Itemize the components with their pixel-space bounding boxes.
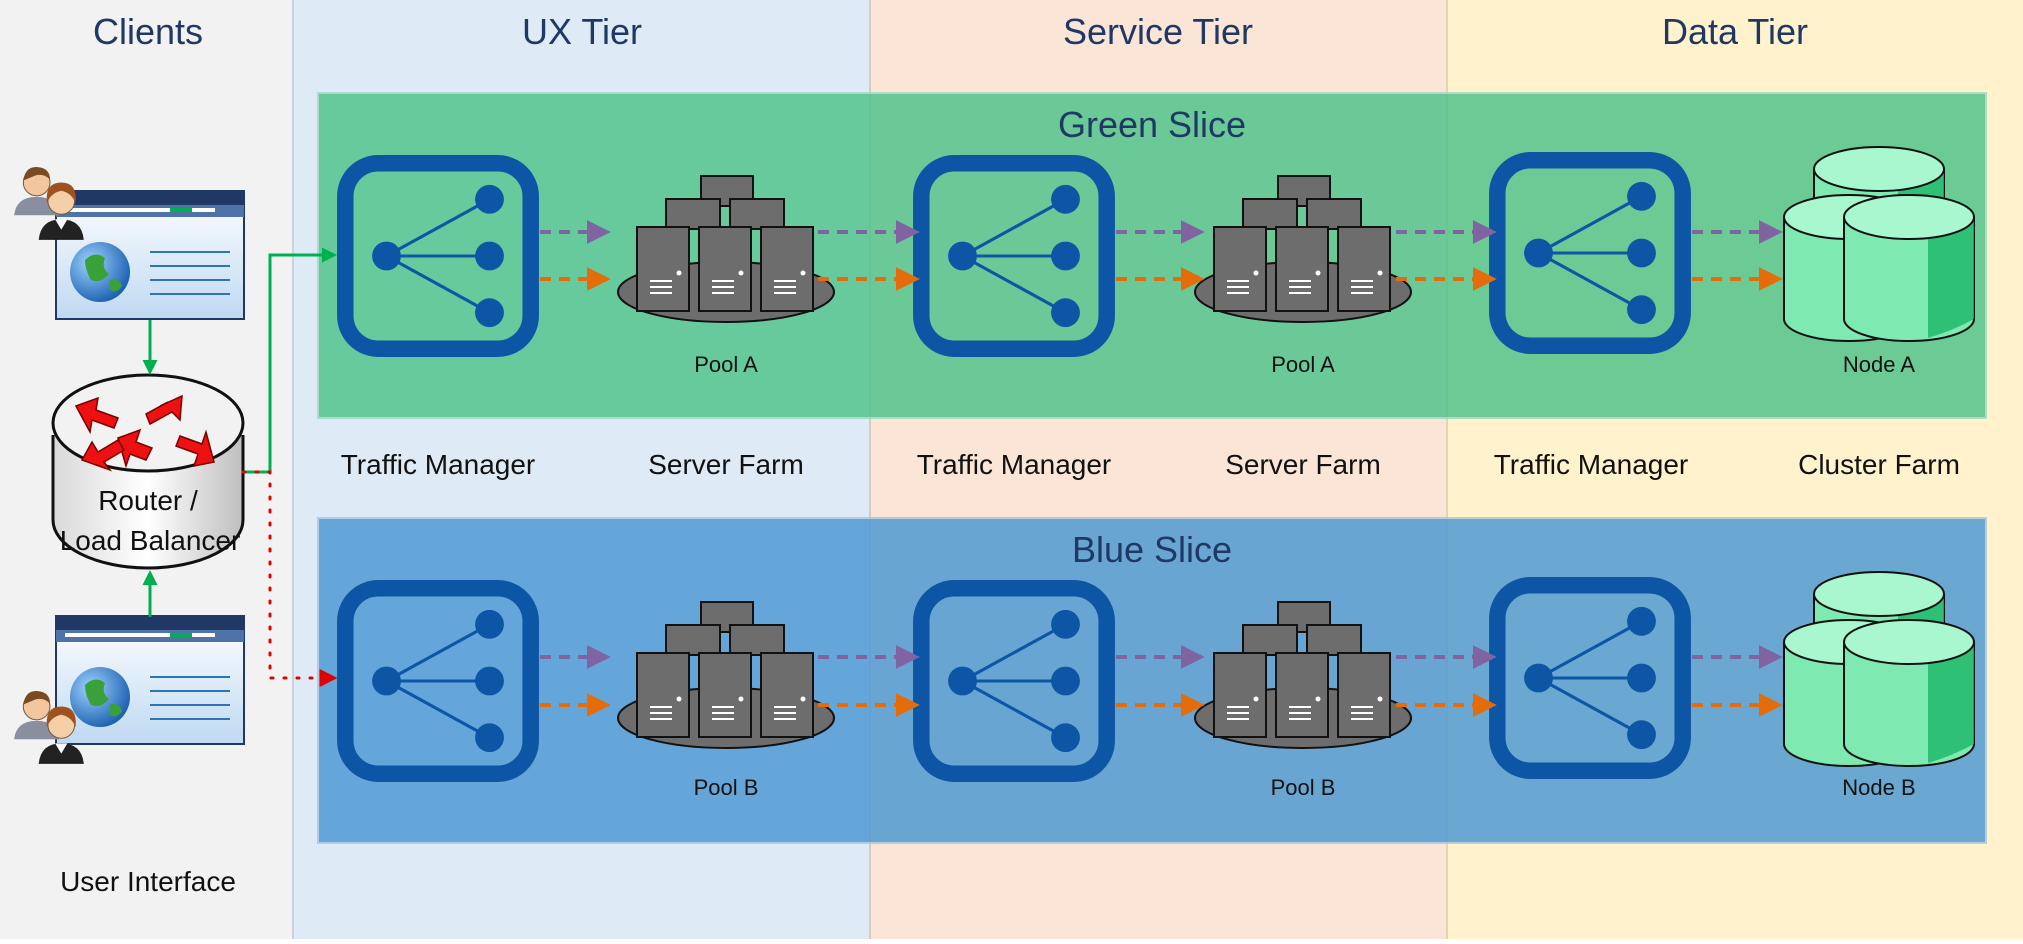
column-header-service-tier: Service Tier	[1063, 11, 1253, 52]
browser-window-icon	[55, 615, 245, 745]
browser-window-icon	[55, 190, 245, 320]
blue-slice-title: Blue Slice	[1072, 529, 1232, 570]
ux-traffic-manager-label: Traffic Manager	[341, 449, 536, 480]
blue-ux-pool-label: Pool B	[694, 775, 759, 800]
column-header-clients: Clients	[93, 11, 203, 52]
blue-slice-panel	[317, 517, 1987, 844]
green-node-label: Node A	[1843, 352, 1915, 377]
data-traffic-manager-label: Traffic Manager	[1494, 449, 1689, 480]
service-traffic-manager-label: Traffic Manager	[917, 449, 1112, 480]
router-icon	[51, 373, 245, 570]
blue-node-label: Node B	[1842, 775, 1915, 800]
green-slice-title: Green Slice	[1058, 104, 1246, 145]
router-label-line-1: Router /	[98, 485, 198, 516]
green-ux-pool-label: Pool A	[694, 352, 758, 377]
user-interface-label: User Interface	[60, 866, 236, 897]
router-label-line-2: Load Balancer	[60, 525, 241, 556]
data-cluster-farm-label: Cluster Farm	[1798, 449, 1960, 480]
green-slice-flow-arrows	[540, 220, 1783, 291]
green-service-pool-label: Pool A	[1271, 352, 1335, 377]
ux-server-farm-label: Server Farm	[648, 449, 804, 480]
column-header-ux-tier: UX Tier	[522, 11, 642, 52]
column-header-data-tier: Data Tier	[1662, 11, 1808, 52]
service-server-farm-label: Server Farm	[1225, 449, 1381, 480]
blue-service-pool-label: Pool B	[1271, 775, 1336, 800]
green-slice-panel	[317, 92, 1987, 419]
blue-slice-flow-arrows	[540, 645, 1783, 717]
router-to-blue-slice-arrow	[241, 470, 338, 687]
